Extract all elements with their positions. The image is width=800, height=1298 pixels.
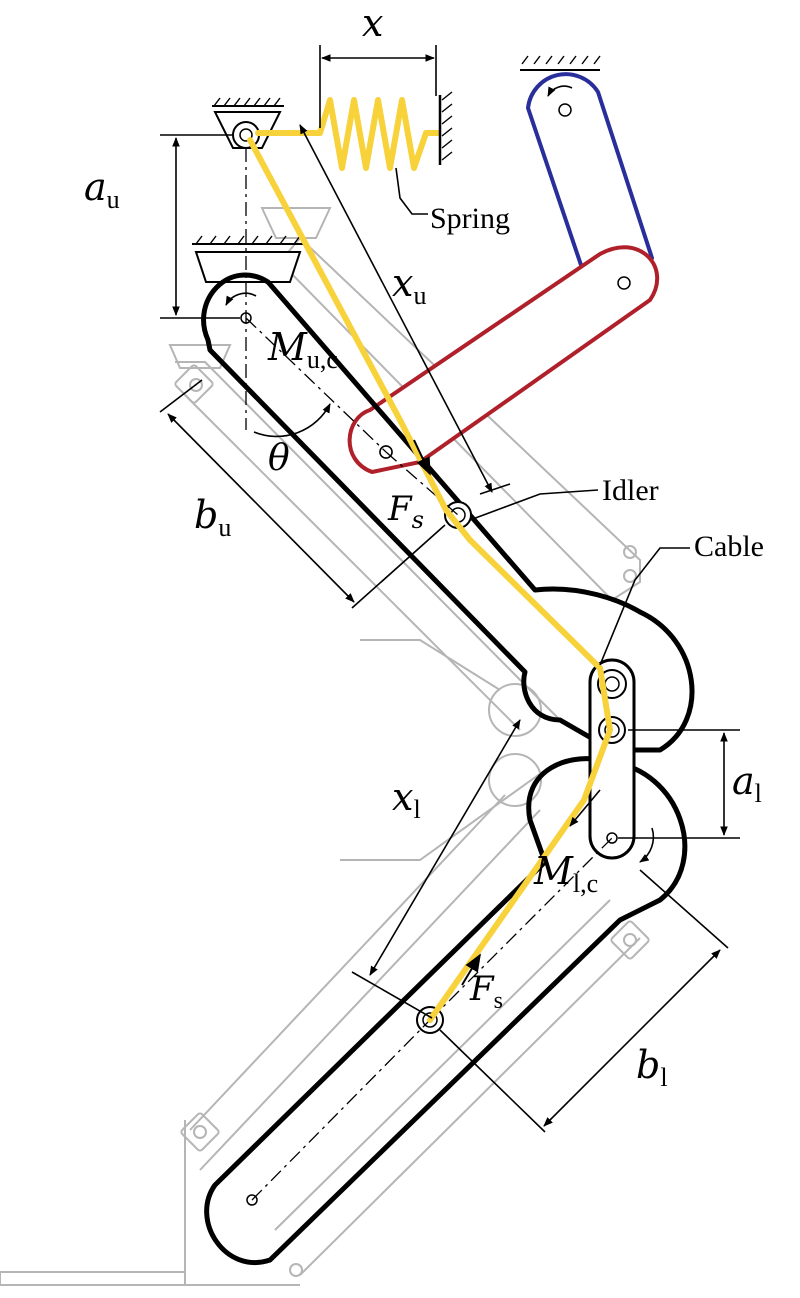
label-f-s-lower: Fs (469, 969, 503, 1014)
callout-cable: Cable (694, 530, 764, 563)
label-b-u: bu (194, 493, 231, 542)
label-x-l: xl (392, 775, 421, 824)
label-f-s-upper: Fs (387, 489, 424, 534)
label-theta: θ (268, 438, 290, 479)
callout-idler: Idler (602, 474, 659, 507)
label-a-l: al (732, 759, 762, 808)
callout-spring: Spring (430, 202, 510, 235)
label-x-u: xu (392, 261, 426, 310)
labels: x au xu Mu,c θ bu Fs xl al Ml,c Fs (84, 1, 764, 1092)
dimensions (159, 124, 740, 1133)
spring (255, 45, 453, 215)
label-a-u: au (84, 165, 120, 214)
label-m-u-c: Mu,c (267, 325, 338, 374)
label-x: x (362, 1, 383, 45)
label-m-l-c: Ml,c (533, 849, 598, 898)
label-b-l: bl (636, 1043, 668, 1092)
blue-link (520, 55, 654, 270)
